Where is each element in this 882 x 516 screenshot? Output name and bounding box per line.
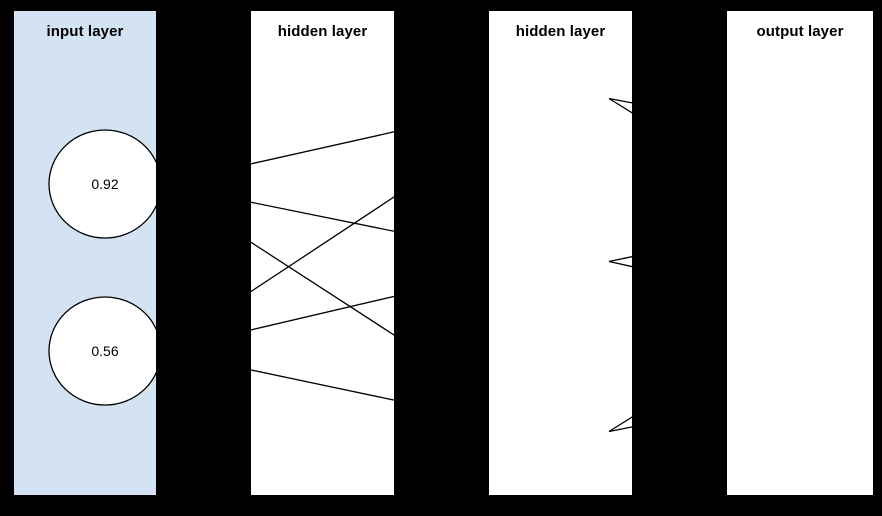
connection-edge [251, 201, 394, 232]
connection-edge [608, 97, 632, 104]
connection-edge [608, 416, 632, 433]
connection-edge [608, 260, 632, 268]
connection-edge [251, 241, 394, 336]
layer-title-hidden-1: hidden layer [277, 23, 368, 40]
output-layer-graphics: output [727, 11, 873, 495]
layer-title-input: input layer [46, 23, 124, 40]
layer-column-hidden-2[interactable]: hidden layer neuronneuron [488, 10, 633, 496]
node-input-node-1[interactable]: 0.92 [48, 129, 156, 239]
connection-edge [608, 426, 632, 433]
node-label: 0.92 [91, 176, 118, 192]
hidden-layer-2-graphics: neuronneuron [608, 97, 632, 433]
connection-edge [251, 196, 394, 293]
layer-column-output[interactable]: output layer output [726, 10, 874, 496]
node-input-node-2[interactable]: 0.56 [48, 296, 156, 406]
hidden-layer-1-graphics: neuronneuronneuron [251, 131, 394, 401]
connection-edge [251, 295, 394, 331]
connection-edge [608, 256, 632, 263]
node-label: 0.56 [91, 343, 118, 359]
connection-edge [251, 131, 394, 165]
layer-column-input[interactable]: input layer 0.92 0.56 [13, 10, 157, 496]
connection-edge [251, 369, 394, 401]
input-layer-graphics: 0.92 0.56 [48, 129, 156, 406]
layer-title-output: output layer [756, 23, 844, 40]
layer-title-hidden-2: hidden layer [515, 23, 606, 40]
layer-column-hidden-1[interactable]: hidden layer neuronneuronneuron [250, 10, 395, 496]
connection-edge [608, 97, 632, 114]
